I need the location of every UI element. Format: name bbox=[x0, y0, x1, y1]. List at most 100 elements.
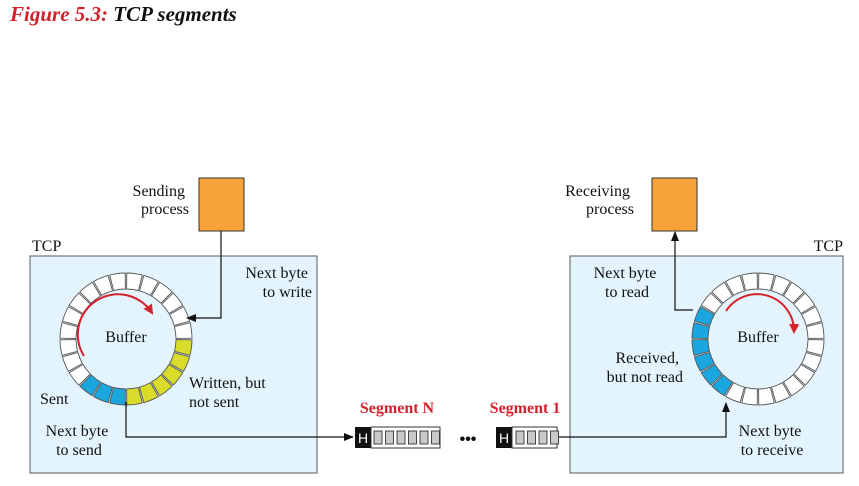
next-byte-to-write-line-1: Next byte bbox=[245, 265, 308, 282]
segment-1-cell bbox=[527, 430, 536, 445]
receiver-buffer-slot bbox=[758, 386, 775, 406]
sender-buffer-slot bbox=[173, 339, 193, 356]
received-not-read-line-1: Received, bbox=[615, 350, 679, 367]
sender-buffer-ring bbox=[59, 272, 193, 406]
receiver-buffer-slot bbox=[805, 339, 825, 356]
receiver-buffer-ring bbox=[691, 272, 825, 406]
segment-1-label: Segment 1 bbox=[490, 400, 561, 417]
receiver-buffer-slot bbox=[800, 351, 823, 372]
segment-n-cell bbox=[408, 430, 417, 445]
receiver-buffer-slot bbox=[805, 322, 825, 339]
segment-n-header-letter: H bbox=[358, 430, 368, 446]
receiver-buffer-slot bbox=[741, 272, 758, 292]
segment-1: H bbox=[496, 426, 559, 449]
receiver-buffer-slot bbox=[770, 274, 791, 297]
sender-buffer-slot bbox=[93, 274, 114, 297]
segment-n-cell bbox=[373, 430, 383, 445]
receiver-buffer-direction-arrow bbox=[725, 293, 800, 334]
figure-title: Figure 5.3: TCP segments bbox=[10, 2, 237, 27]
written-not-sent-line-2: not sent bbox=[189, 394, 240, 411]
next-byte-to-read-line-1: Next byte bbox=[594, 265, 657, 282]
sender-buffer-slot bbox=[150, 281, 173, 304]
receiving-process-box bbox=[651, 177, 698, 232]
next-byte-to-write-line-2: to write bbox=[263, 284, 312, 301]
segment-1-header-letter: H bbox=[499, 430, 509, 446]
receiver-buffer-slot bbox=[793, 363, 816, 386]
receiver-buffer-slot bbox=[782, 281, 805, 304]
sender-buffer-slot bbox=[150, 374, 173, 397]
segment-n-cell bbox=[396, 430, 406, 445]
receiver-tcp-label: TCP bbox=[814, 238, 843, 255]
receiver-buffer-slot bbox=[725, 381, 746, 404]
receiver-buffer-slot bbox=[711, 374, 734, 397]
receiver-buffer-slot bbox=[700, 363, 723, 386]
next-byte-to-receive-label: Next byte to receive bbox=[739, 423, 806, 459]
sender-buffer-slot bbox=[109, 272, 126, 292]
send-arrow bbox=[125, 402, 354, 441]
segment-n: H bbox=[355, 426, 441, 449]
receiver-buffer-label: Buffer bbox=[737, 329, 779, 346]
receiving-process-line-1: Receiving bbox=[565, 183, 630, 200]
received-not-read-line-2: but not read bbox=[607, 369, 683, 386]
sender-buffer-slot bbox=[161, 363, 184, 386]
receiver-buffer-slot bbox=[700, 292, 723, 315]
figure-number: Figure 5.3: bbox=[10, 2, 109, 26]
sender-tcp-label: TCP bbox=[32, 238, 61, 255]
sender-buffer-slot bbox=[109, 386, 126, 406]
sender-buffer-slot bbox=[161, 292, 184, 315]
receiver-buffer-slot bbox=[691, 322, 711, 339]
read-arrow bbox=[671, 231, 693, 311]
segment-n-cell bbox=[419, 430, 429, 445]
segments-ellipsis: ••• bbox=[460, 431, 477, 448]
receiver-buffer-slot bbox=[711, 281, 734, 304]
receiver-buffer-slot bbox=[770, 381, 791, 404]
sender-buffer-slot bbox=[68, 363, 91, 386]
receiver-buffer-slot bbox=[691, 339, 711, 356]
sender-buffer-label: Buffer bbox=[105, 329, 147, 346]
next-byte-to-receive-line-1: Next byte bbox=[739, 423, 802, 440]
sender-buffer-slot bbox=[173, 322, 193, 339]
next-byte-to-read-line-2: to read bbox=[605, 284, 649, 301]
sending-process-box bbox=[198, 177, 245, 232]
sender-buffer-slot bbox=[79, 374, 102, 397]
receive-arrow bbox=[558, 402, 730, 438]
next-byte-to-send-label: Next byte to send bbox=[46, 423, 113, 459]
receiver-buffer-slot bbox=[741, 386, 758, 406]
receiver-buffer-slot bbox=[758, 272, 775, 292]
segment-n-label: Segment N bbox=[360, 400, 435, 417]
receiver-buffer-slot bbox=[693, 306, 716, 327]
receiver-buffer-slot bbox=[725, 274, 746, 297]
sending-process-label: Sending process bbox=[133, 183, 189, 218]
segment-1-data-cells bbox=[515, 430, 559, 445]
write-arrow bbox=[186, 231, 222, 322]
next-byte-to-read-label: Next byte to read bbox=[594, 265, 661, 301]
segment-n-header bbox=[355, 427, 371, 448]
sending-process-line-1: Sending bbox=[133, 183, 185, 200]
sender-buffer-slot bbox=[168, 306, 191, 327]
segment-1-cell bbox=[550, 430, 559, 445]
segment-n-cell bbox=[385, 430, 394, 445]
next-byte-to-send-line-2: to send bbox=[56, 442, 102, 459]
sender-buffer-slot bbox=[93, 381, 114, 404]
sender-buffer-slot bbox=[168, 351, 191, 372]
receiver-buffer-slot bbox=[693, 351, 716, 372]
sender-buffer-slot bbox=[61, 351, 84, 372]
sent-label: Sent bbox=[40, 391, 69, 408]
sender-buffer-slot bbox=[79, 281, 102, 304]
received-not-read-label: Received, but not read bbox=[607, 350, 683, 386]
segment-1-header bbox=[496, 427, 512, 448]
written-not-sent-label: Written, but not sent bbox=[189, 375, 270, 411]
figure-name: TCP segments bbox=[113, 2, 237, 26]
written-not-sent-line-1: Written, but bbox=[189, 375, 266, 392]
sender-buffer-direction-arrow bbox=[76, 293, 154, 357]
segment-1-cell bbox=[538, 430, 548, 445]
receiver-buffer-slot bbox=[800, 306, 823, 327]
sender-buffer-slot bbox=[126, 272, 143, 292]
next-byte-to-send-line-1: Next byte bbox=[46, 423, 109, 440]
sender-buffer-slot bbox=[59, 339, 79, 356]
segment-1-cell bbox=[515, 430, 525, 445]
next-byte-to-receive-line-2: to receive bbox=[741, 442, 804, 459]
receiving-process-line-2: process bbox=[586, 201, 634, 218]
receiving-process-label: Receiving process bbox=[565, 183, 634, 218]
